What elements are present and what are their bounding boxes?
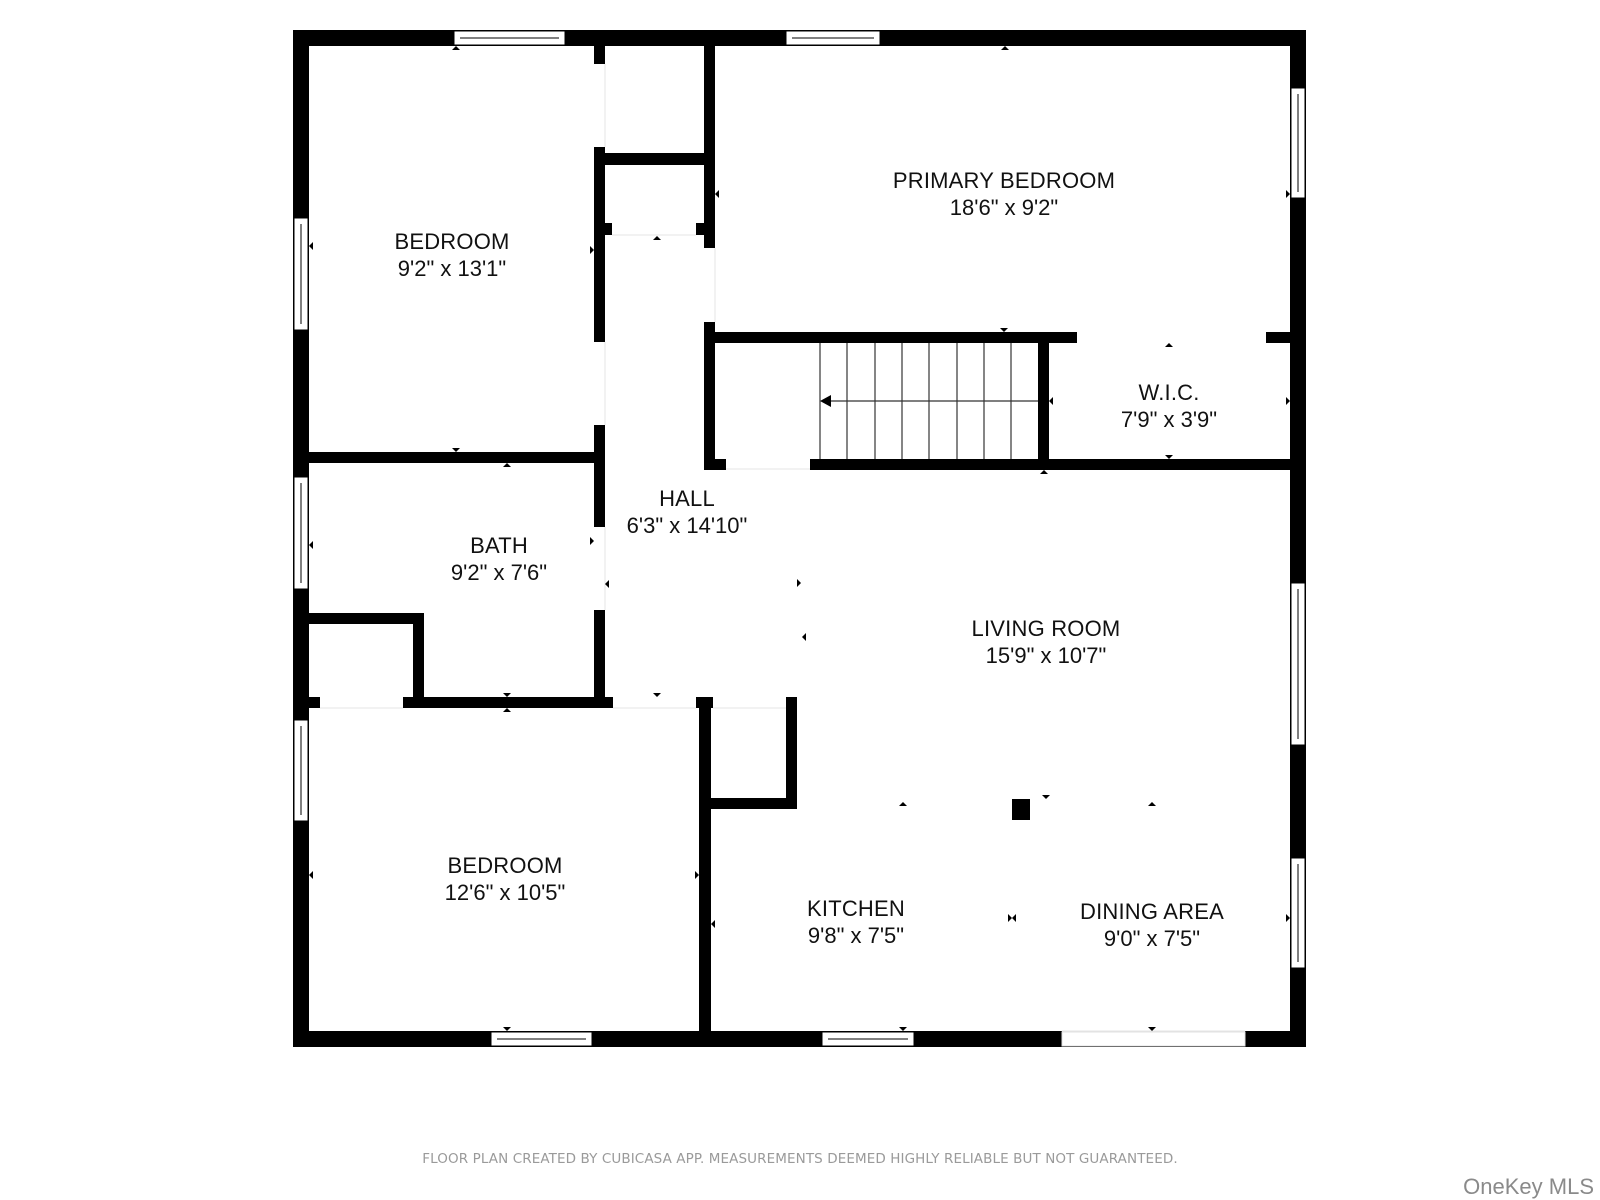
wall-bedroom1-bath — [309, 452, 605, 463]
window-left-bath — [293, 476, 309, 590]
room-name: DINING AREA — [1079, 899, 1225, 924]
structural-column — [1012, 799, 1030, 820]
wall-living-top — [810, 459, 1290, 470]
wall-bath-right-upper — [594, 452, 605, 527]
room-dimensions: 7'9" x 3'9" — [1120, 407, 1218, 432]
room-name: HALL — [659, 486, 715, 511]
wall-bedroom1-right-lower — [594, 425, 605, 462]
window-left-bedroom1 — [293, 217, 309, 331]
wall-primary-left-lower — [704, 322, 715, 469]
wall-pantry-right — [786, 697, 797, 809]
window-top-primary — [785, 30, 881, 46]
room-dimensions: 18'6" x 9'2" — [949, 195, 1059, 220]
room-name: PRIMARY BEDROOM — [892, 168, 1116, 193]
wall-linen-right — [413, 613, 424, 707]
wall-kitchen-left — [699, 697, 711, 1031]
window-left-bedroom2 — [293, 719, 309, 822]
patio-opening — [1061, 1031, 1246, 1047]
room-label-bedroom-1: BEDROOM 9'2" x 13'1" — [394, 228, 509, 283]
room-label-dining-area: DINING AREA 9'0" x 7'5" — [1080, 898, 1224, 953]
outer-wall-right — [1290, 30, 1306, 1047]
wall-linen-top — [309, 613, 424, 624]
wall-bath-right-lower — [594, 610, 605, 707]
window-bottom-kitchen — [821, 1031, 915, 1047]
room-label-primary-bedroom: PRIMARY BEDROOM 18'6" x 9'2" — [893, 167, 1115, 222]
room-dimensions: 15'9" x 10'7" — [985, 643, 1107, 668]
wall-closet-shelf — [594, 153, 715, 165]
room-label-kitchen: KITCHEN 9'8" x 7'5" — [807, 895, 905, 950]
wall-closet-stub-left — [594, 223, 612, 235]
wall-closet-stub-right — [696, 223, 715, 235]
window-right-living — [1290, 582, 1306, 746]
wall-stair-bottom-stub — [704, 459, 726, 470]
room-dimensions: 6'3" x 14'10" — [626, 513, 748, 538]
wall-stair-right — [1038, 337, 1049, 469]
room-dimensions: 9'0" x 7'5" — [1103, 926, 1201, 951]
room-label-hall: HALL 6'3" x 14'10" — [627, 485, 748, 540]
wall-pantry-bottom — [711, 798, 797, 809]
wall-bath-bedroom2 — [403, 697, 613, 708]
window-bottom-bedroom2 — [490, 1031, 593, 1047]
disclaimer-text: FLOOR PLAN CREATED BY CUBICASA APP. MEAS… — [422, 1151, 1178, 1167]
room-name: BEDROOM — [447, 853, 563, 878]
door-openings — [320, 64, 1245, 1032]
room-label-living-room: LIVING ROOM 15'9" x 10'7" — [972, 615, 1121, 670]
wall-bedroom2-stub-left — [309, 697, 320, 708]
room-label-bedroom-2: BEDROOM 12'6" x 10'5" — [445, 852, 566, 907]
wall-closet-right — [704, 46, 715, 248]
mls-watermark: OneKey MLS — [1463, 1174, 1594, 1199]
room-name: LIVING ROOM — [971, 616, 1121, 641]
wall-primary-stair — [704, 332, 1077, 343]
staircase — [819, 343, 1038, 459]
room-dimensions: 9'2" x 13'1" — [397, 256, 507, 281]
room-name: BATH — [470, 533, 528, 558]
dimension-markers — [309, 46, 1290, 1031]
wall-kitchen-stub — [696, 697, 713, 708]
wall-bedroom1-right — [594, 147, 605, 342]
room-label-bath: BATH 9'2" x 7'6" — [451, 532, 547, 587]
room-name: BEDROOM — [394, 229, 510, 254]
stair-arrow-icon — [820, 395, 831, 407]
room-dimensions: 9'2" x 7'6" — [450, 560, 548, 585]
window-right-primary — [1290, 87, 1306, 199]
room-label-wic: W.I.C. 7'9" x 3'9" — [1121, 379, 1217, 434]
room-name: W.I.C. — [1138, 380, 1200, 405]
wall-bedroom1-closet-top — [594, 46, 605, 64]
windows — [293, 30, 1306, 1047]
window-right-dining — [1290, 857, 1306, 969]
room-dimensions: 12'6" x 10'5" — [444, 880, 566, 905]
room-dimensions: 9'8" x 7'5" — [807, 923, 905, 948]
window-top-bedroom1 — [453, 30, 566, 46]
wall-wic-top-right — [1266, 332, 1290, 343]
room-name: KITCHEN — [807, 896, 905, 921]
